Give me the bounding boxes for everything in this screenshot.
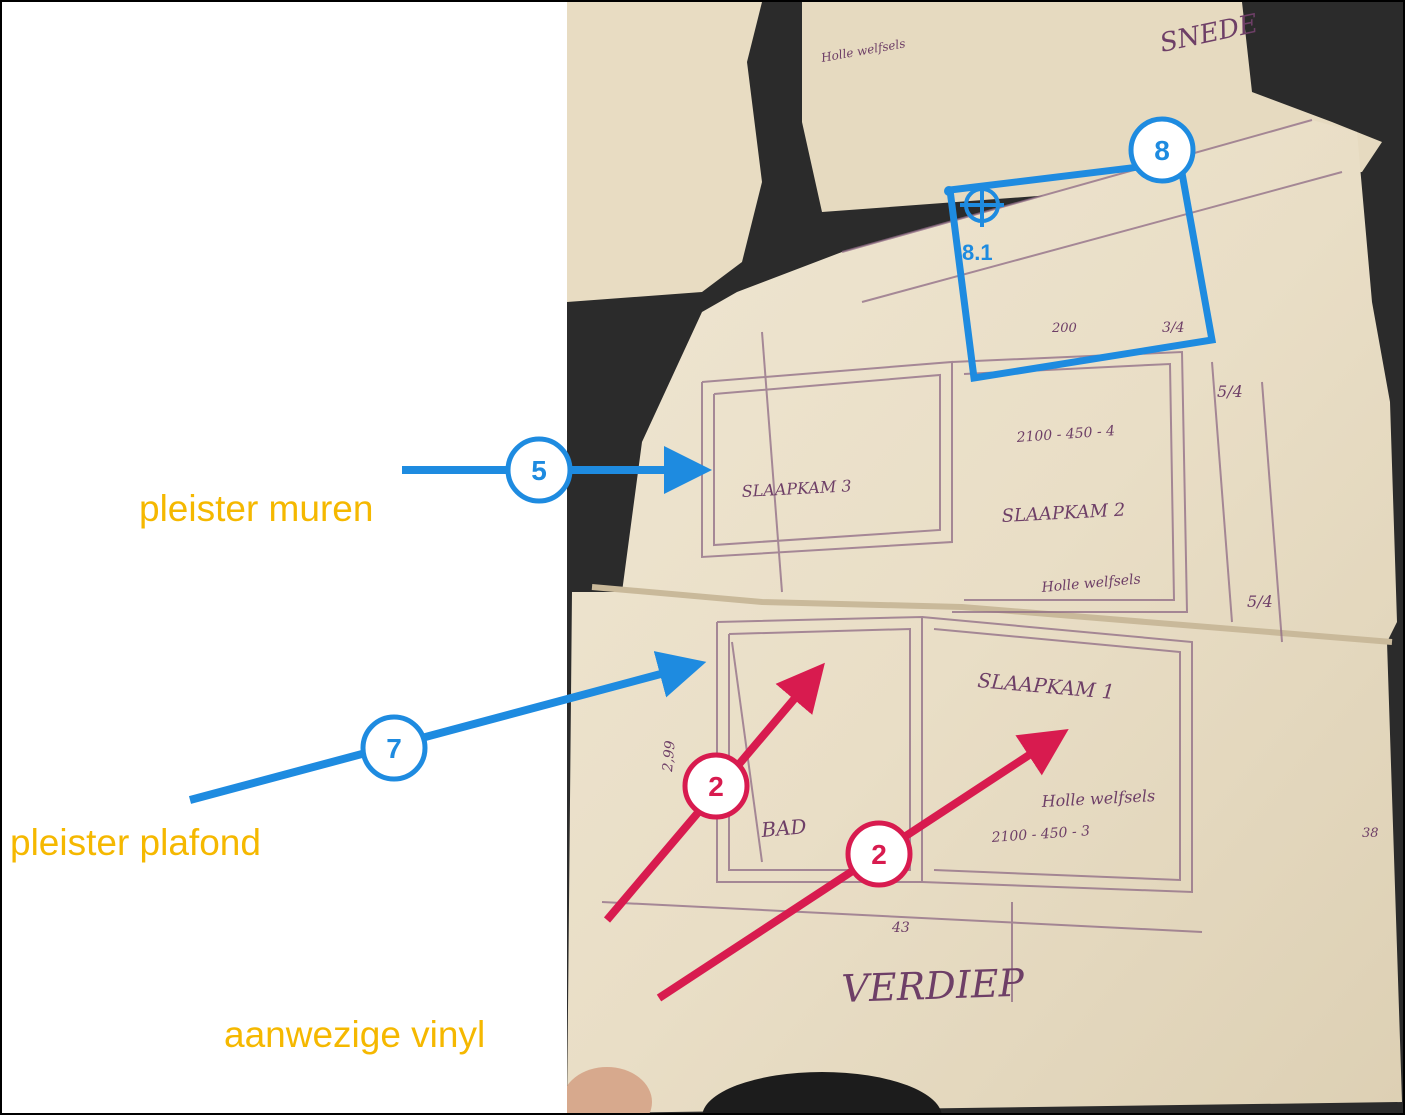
plan-dim-5-4: 5/4 [1217,382,1243,401]
plan-dim-3-4: 3/4 [1162,320,1185,336]
label-aanwezige-vinyl: aanwezige vinyl [224,1014,486,1055]
label-pleister-muren: pleister muren [139,488,374,529]
arrow-7 [188,651,707,804]
marker-7: 7 [360,714,428,782]
plan-title: VERDIEP [841,961,1026,1011]
marker-2a: 2 [682,752,750,820]
label-pleister-plafond: pleister plafond [10,822,261,863]
plan-dim-38: 38 [1362,826,1379,841]
marker-5: 5 [505,436,573,504]
marker-2b-label: 2 [871,839,887,870]
crosshair-dot [944,186,954,196]
crosshair-8-1-icon [960,183,1004,227]
plan-dim-200: 200 [1051,321,1077,336]
marker-8-1-label: 8.1 [962,240,993,265]
region-8-outline [946,158,1217,383]
plan-dim-5-4b: 5/4 [1247,592,1273,611]
paper-sheet-top [567,2,762,302]
paper-sheet-main [567,120,1402,1113]
plan-dim-299: 2,99 [660,740,679,774]
marker-2b: 2 [845,820,913,888]
plan-dim-43: 43 [891,920,910,936]
marker-8-label: 8 [1154,135,1170,166]
marker-5-label: 5 [531,455,547,486]
marker-2a-label: 2 [708,771,724,802]
plan-dim-2100-4: 2100 - 450 - 4 [1015,423,1115,446]
marker-7-label: 7 [386,733,402,764]
plan-dim-2100-3: 2100 - 450 - 3 [990,823,1090,846]
paper-fold [591,584,1393,645]
plan-bad: BAD [759,814,807,842]
marker-8: 8 [1128,116,1196,184]
sleeve [702,1072,942,1113]
thumb [567,1067,652,1113]
